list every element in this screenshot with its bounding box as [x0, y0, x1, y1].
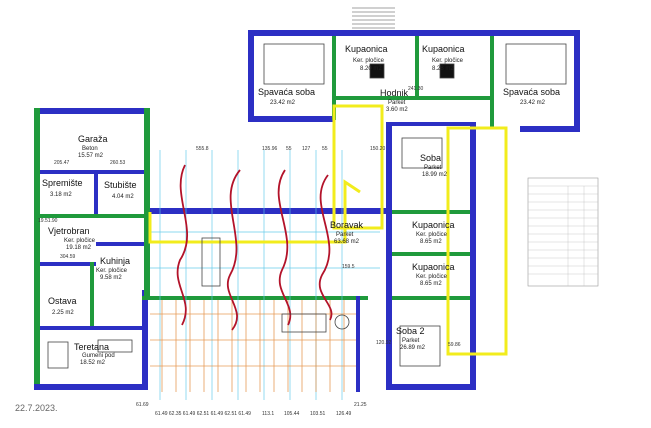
dim-label: 55 [286, 146, 292, 152]
room-area-spavaca-right: 23.42 m2 [520, 100, 546, 106]
highlight-hallway [332, 104, 384, 230]
room-labels: Spavaća soba 23.42 m2 Spavaća soba 23.42… [42, 44, 560, 366]
room-area-kup-right-1: 8.65 m2 [420, 239, 442, 245]
room-area-ostava: 2.25 m2 [52, 310, 74, 316]
room-area-stubiste: 4.04 m2 [112, 194, 134, 200]
furniture [47, 43, 567, 369]
sink-top-left [369, 63, 385, 79]
right-wing-walls [386, 122, 476, 390]
dim-label: 59.86 [448, 342, 461, 348]
dim-label: 205.47 [54, 160, 70, 166]
living-walls [142, 208, 388, 392]
red-curve-4 [318, 174, 333, 321]
room-name-kup-right-1: Kupaonica [412, 220, 455, 230]
dim-label: 105.44 [284, 411, 300, 417]
upper-wing-walls [248, 30, 580, 132]
room-area-vjetrobran: 19.18 m2 [66, 245, 92, 251]
dim-label: 103.51 [310, 411, 326, 417]
room-name-spavaca-right: Spavaća soba [503, 87, 560, 97]
room-name-vjetrobran: Vjetrobran [48, 226, 90, 236]
dim-label: 126.49 [336, 411, 352, 417]
room-name-kup-right-2: Kupaonica [412, 262, 455, 272]
room-area-kuhinja: 9.58 m2 [100, 275, 122, 281]
room-name-teretana: Teretana [74, 342, 109, 352]
room-name-spavaca-left: Spavaća soba [258, 87, 315, 97]
room-name-spremiste: Spremište [42, 178, 83, 188]
top-stair-hatch [352, 7, 395, 29]
dim-label: 260.53 [110, 160, 126, 166]
highlight-living [148, 179, 361, 244]
sofa [281, 313, 327, 333]
dim-label: 55 [322, 146, 328, 152]
dim-label: 135.96 [262, 146, 278, 152]
terrace-grid [150, 300, 356, 392]
room-area-spremiste: 3.18 m2 [50, 192, 72, 198]
dim-label: 120.92 [376, 340, 392, 346]
room-name-garaza: Garaža [78, 134, 108, 144]
dim-label: 304.59 [60, 254, 76, 260]
dim-label: 19.51.90 [38, 218, 58, 224]
room-area-kup-top-left: 8.20 m2 [360, 66, 382, 72]
room-floor-soba-2: Parket [402, 338, 420, 344]
red-curve-1 [176, 164, 189, 326]
yellow-highlights [148, 104, 508, 356]
dim-label: 150.20 [370, 146, 386, 152]
room-area-teretana: 18.52 m2 [80, 360, 106, 366]
sink-top-right [439, 63, 455, 79]
dim-label: 555.8 [196, 146, 209, 152]
dimension-labels: 555.8 135.96 55 127 55 150.20 159.5 205.… [38, 86, 461, 417]
bed-left [263, 43, 325, 85]
dim-label: 61.49 62.35 61.49 62.51 61.49 62.51 61.4… [155, 411, 251, 417]
room-area-boravak: 63.68 m2 [334, 239, 360, 245]
room-floor-kup-right-2: Ker. pločice [416, 274, 448, 280]
room-area-kup-top-right: 8.28 m2 [432, 66, 454, 72]
room-floor-hodnik: Parket [388, 100, 406, 106]
dim-label: 113.1 [262, 411, 274, 417]
legend-table [527, 177, 599, 287]
room-floor-teretana: Gumeni pod [82, 353, 115, 359]
left-wing-walls [34, 108, 150, 390]
dim-label: 21.25 [354, 402, 367, 408]
red-annotations [176, 164, 333, 331]
room-name-stubiste: Stubište [104, 180, 137, 190]
room-name-soba-2: Soba 2 [396, 326, 425, 336]
room-area-kup-right-2: 8.65 m2 [420, 281, 442, 287]
room-name-kup-top-right: Kupaonica [422, 44, 465, 54]
room-name-kuhinja: Kuhinja [100, 256, 130, 266]
room-area-spavaca-left: 23.42 m2 [270, 100, 296, 106]
date-label: 22.7.2023. [15, 403, 58, 413]
dim-label: 61.69 [136, 402, 149, 408]
room-name-ostava: Ostava [48, 296, 77, 306]
room-floor-soba-right-top: Parket [424, 165, 442, 171]
room-floor-kup-top-left: Ker. pločice [353, 58, 385, 64]
room-floor-garaza: Beton [82, 146, 98, 152]
bed-right [505, 43, 567, 85]
room-floor-kuhinja: Ker. pločice [96, 268, 128, 274]
room-name-soba-right-top: Soba [420, 153, 441, 163]
room-name-kup-top-left: Kupaonica [345, 44, 388, 54]
room-floor-kup-right-1: Ker. pločice [416, 232, 448, 238]
room-area-garaza: 15.57 m2 [78, 153, 104, 159]
gym-equipment-1 [47, 341, 69, 369]
dim-label: 241.30 [408, 86, 424, 92]
red-curve-2 [227, 169, 241, 331]
room-floor-kup-top-right: Ker. pločice [432, 58, 464, 64]
room-area-hodnik: 3.60 m2 [386, 107, 408, 113]
room-name-hodnik: Hodnik [380, 88, 409, 98]
bed-room-right [401, 137, 443, 169]
gym-equipment-2 [97, 339, 133, 353]
bed-soba-2 [399, 325, 441, 367]
room-floor-vjetrobran: Ker. pločice [64, 238, 96, 244]
room-area-soba-2: 26.89 m2 [400, 345, 426, 351]
room-floor-boravak: Parket [336, 232, 354, 238]
room-area-soba-right-top: 18.99 m2 [422, 172, 448, 178]
red-curve-3 [277, 169, 292, 326]
plant [334, 314, 350, 330]
dim-label: 127 [302, 146, 311, 152]
dining-table [201, 237, 221, 287]
dim-label: 159.5 [342, 264, 355, 270]
room-name-boravak: Boravak [330, 220, 364, 230]
highlight-right-corridor [446, 126, 508, 356]
